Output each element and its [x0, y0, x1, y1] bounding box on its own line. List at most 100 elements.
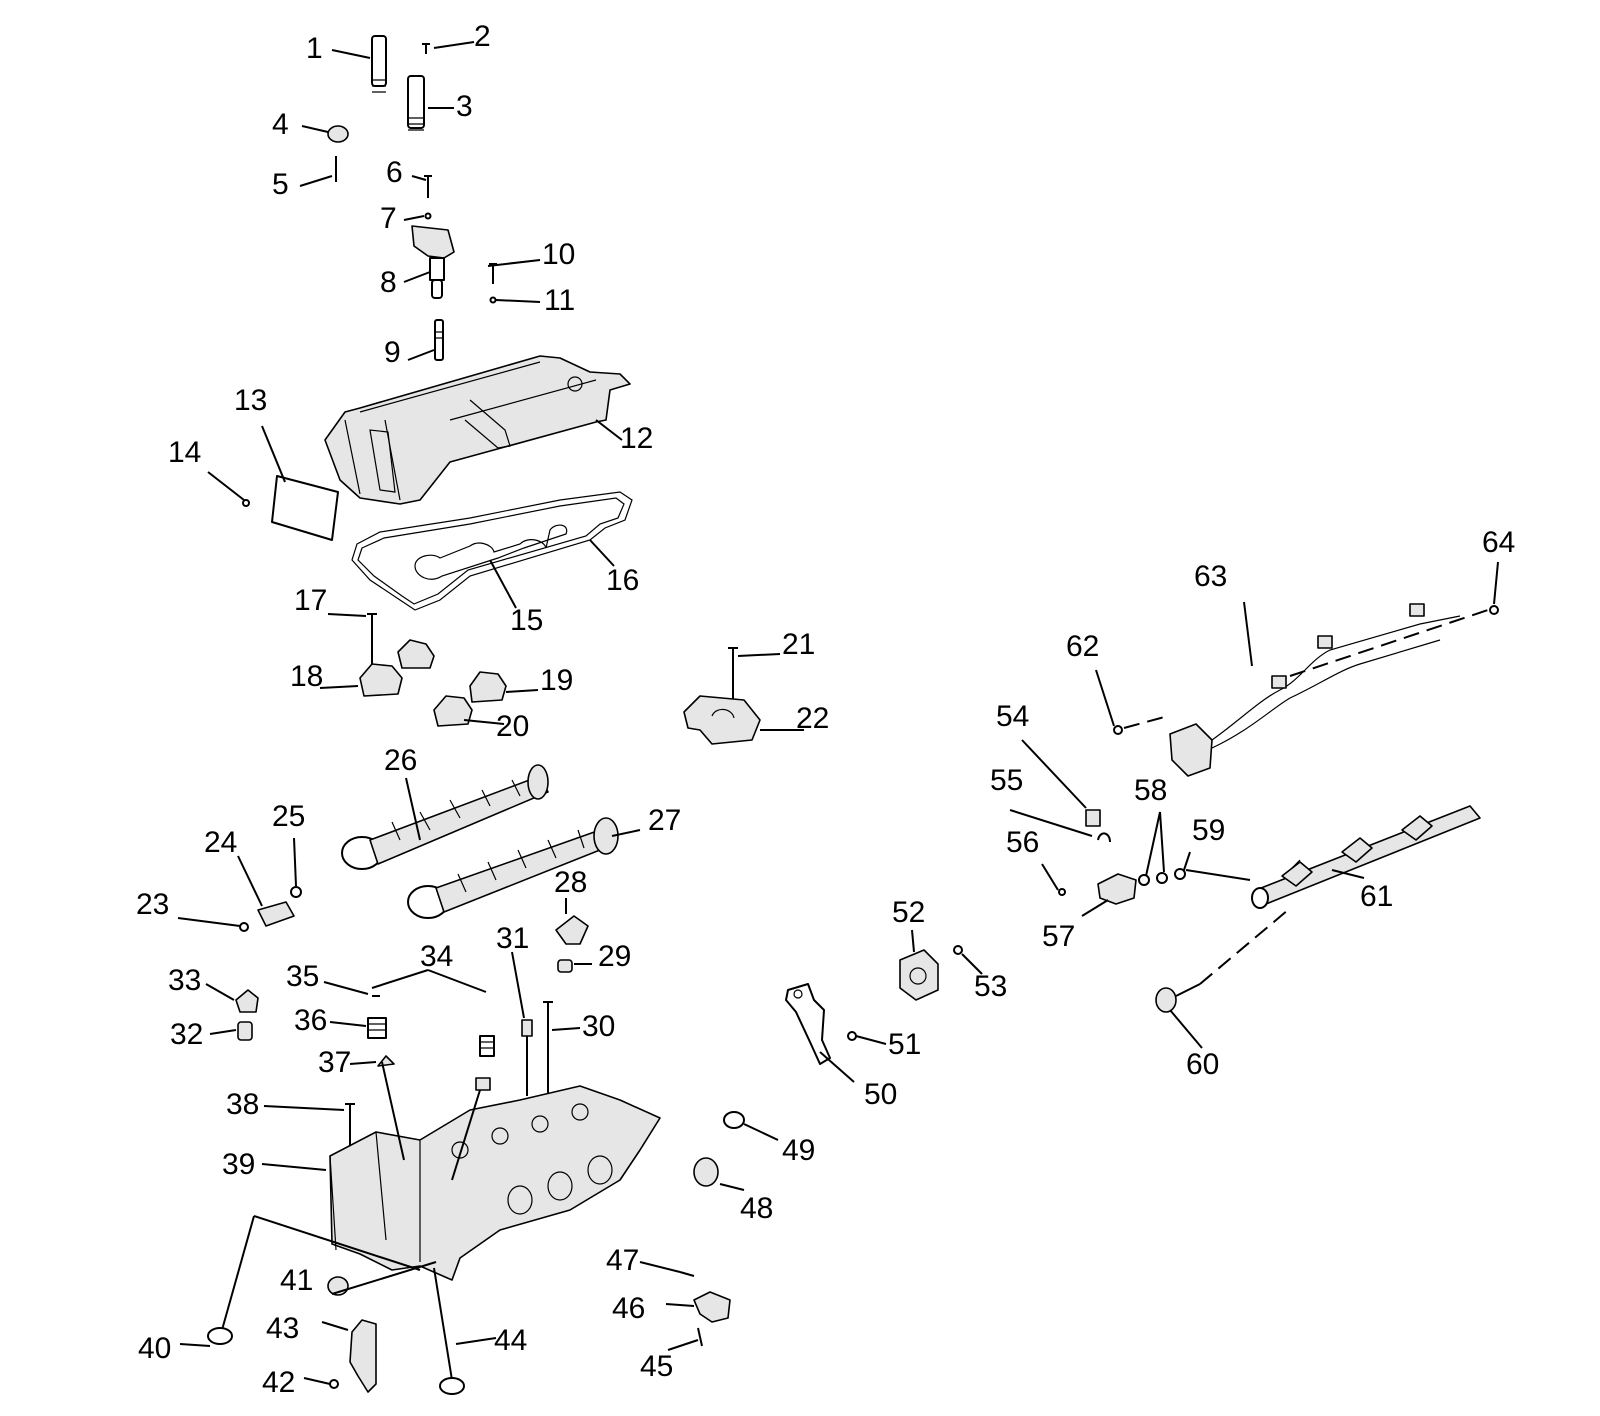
part-50-bracket	[785, 983, 831, 1065]
callout-23: 23	[136, 888, 169, 921]
part-20-camshaft-cap	[433, 695, 473, 727]
callout-40: 40	[138, 1332, 171, 1365]
part-56-bolt	[1058, 888, 1066, 896]
part-15-spark-plug-tube-seals	[414, 524, 568, 580]
callout-27: 27	[648, 804, 681, 837]
callout-53: 53	[974, 970, 1007, 1003]
callout-31: 31	[496, 922, 529, 955]
part-63-wiring-harness	[1169, 603, 1461, 777]
part-30-bolt	[543, 1001, 553, 1102]
part-58-o-rings	[1138, 872, 1168, 886]
part-1-cam-actuator-valve	[371, 35, 387, 93]
part-52-seal	[899, 949, 939, 1001]
callout-5: 5	[272, 168, 289, 201]
part-28-sensor	[555, 915, 589, 945]
part-26-intake-camshaft	[341, 764, 549, 870]
callout-36: 36	[294, 1004, 327, 1037]
part-61-fuel-rail	[1251, 805, 1481, 909]
part-46-sensor	[693, 1291, 731, 1323]
part-34-valve-spring-set	[475, 1035, 495, 1091]
part-43-bracket	[349, 1319, 377, 1393]
part-53-bolt	[953, 945, 963, 955]
part-27-exhaust-camshaft	[407, 817, 619, 919]
callout-45: 45	[640, 1350, 673, 1383]
callout-7: 7	[380, 202, 397, 235]
part-60-fuel-pressure-sensor	[1155, 983, 1201, 1013]
part-44-exhaust-valve	[433, 1267, 465, 1395]
callout-26: 26	[384, 744, 417, 777]
callout-28: 28	[554, 866, 587, 899]
callout-49: 49	[782, 1134, 815, 1167]
part-42-bolt	[329, 1379, 339, 1389]
callout-8: 8	[380, 266, 397, 299]
callout-34: 34	[420, 940, 453, 973]
callout-10: 10	[542, 238, 575, 271]
part-7-washer	[424, 212, 432, 220]
callout-29: 29	[598, 940, 631, 973]
callout-35: 35	[286, 960, 319, 993]
part-33-plug	[235, 989, 259, 1013]
callout-44: 44	[494, 1324, 527, 1357]
part-9-spark-plug	[434, 319, 444, 361]
callout-25: 25	[272, 800, 305, 833]
callout-38: 38	[226, 1088, 259, 1121]
callout-11: 11	[544, 284, 575, 317]
callout-56: 56	[1006, 826, 1039, 859]
callout-17: 17	[294, 584, 327, 617]
part-31-stud	[521, 1019, 533, 1096]
part-18-camshaft-cap	[359, 663, 403, 697]
callout-6: 6	[386, 156, 403, 189]
part-55-retainer	[1097, 832, 1111, 843]
callout-9: 9	[384, 336, 401, 369]
part-47-seal	[679, 1271, 695, 1277]
callout-51: 51	[888, 1028, 921, 1061]
callout-13: 13	[234, 384, 267, 417]
callout-19: 19	[540, 664, 573, 697]
callout-33: 33	[168, 964, 201, 997]
callout-3: 3	[456, 90, 473, 123]
part-8-ignition-coil	[411, 225, 455, 299]
callout-37: 37	[318, 1046, 351, 1079]
part-19-camshaft-cap	[469, 671, 507, 703]
callout-14: 14	[168, 436, 201, 469]
part-22-camshaft-front-cap	[683, 695, 761, 745]
callout-15: 15	[510, 604, 543, 637]
callout-52: 52	[892, 896, 925, 929]
callout-55: 55	[990, 764, 1023, 797]
callout-12: 12	[620, 422, 653, 455]
callout-57: 57	[1042, 920, 1075, 953]
part-59-o-ring	[1174, 868, 1186, 880]
part-62-bolt	[1113, 725, 1123, 735]
callout-4: 4	[272, 108, 289, 141]
callout-39: 39	[222, 1148, 255, 1181]
part-24-camshaft-position-sensor	[257, 901, 295, 927]
callout-20: 20	[496, 710, 529, 743]
callout-42: 42	[262, 1366, 295, 1399]
callout-46: 46	[612, 1292, 645, 1325]
part-39-cylinder-head	[329, 1085, 661, 1281]
part-17-bolt	[367, 613, 377, 670]
callout-54: 54	[996, 700, 1029, 733]
part-36-valve-spring	[367, 1017, 387, 1039]
callout-labels: 1 2 3 4 5 6 7 8 9 10 11 12 13 14 15 16 1…	[136, 20, 1515, 1399]
callout-63: 63	[1194, 560, 1227, 593]
callout-62: 62	[1066, 630, 1099, 663]
callout-58: 58	[1134, 774, 1167, 807]
part-4-plug	[327, 125, 349, 143]
part-49-plug	[723, 1111, 745, 1129]
part-54-clip	[1085, 809, 1101, 827]
part-2-bolt	[422, 43, 430, 54]
callout-32: 32	[170, 1018, 203, 1051]
part-6-bolt	[424, 175, 432, 198]
part-64-bolt	[1489, 605, 1499, 615]
part-57-fuel-injector	[1097, 873, 1137, 905]
part-12-camshaft-cover	[324, 355, 631, 505]
part-48-plug	[693, 1157, 719, 1187]
callout-60: 60	[1186, 1048, 1219, 1081]
part-16-cover-gasket	[351, 491, 633, 611]
callout-47: 47	[606, 1244, 639, 1277]
part-18-camshaft-cap-b	[397, 639, 435, 669]
part-45-bolt	[697, 1327, 703, 1347]
part-10-bolt	[489, 263, 497, 284]
